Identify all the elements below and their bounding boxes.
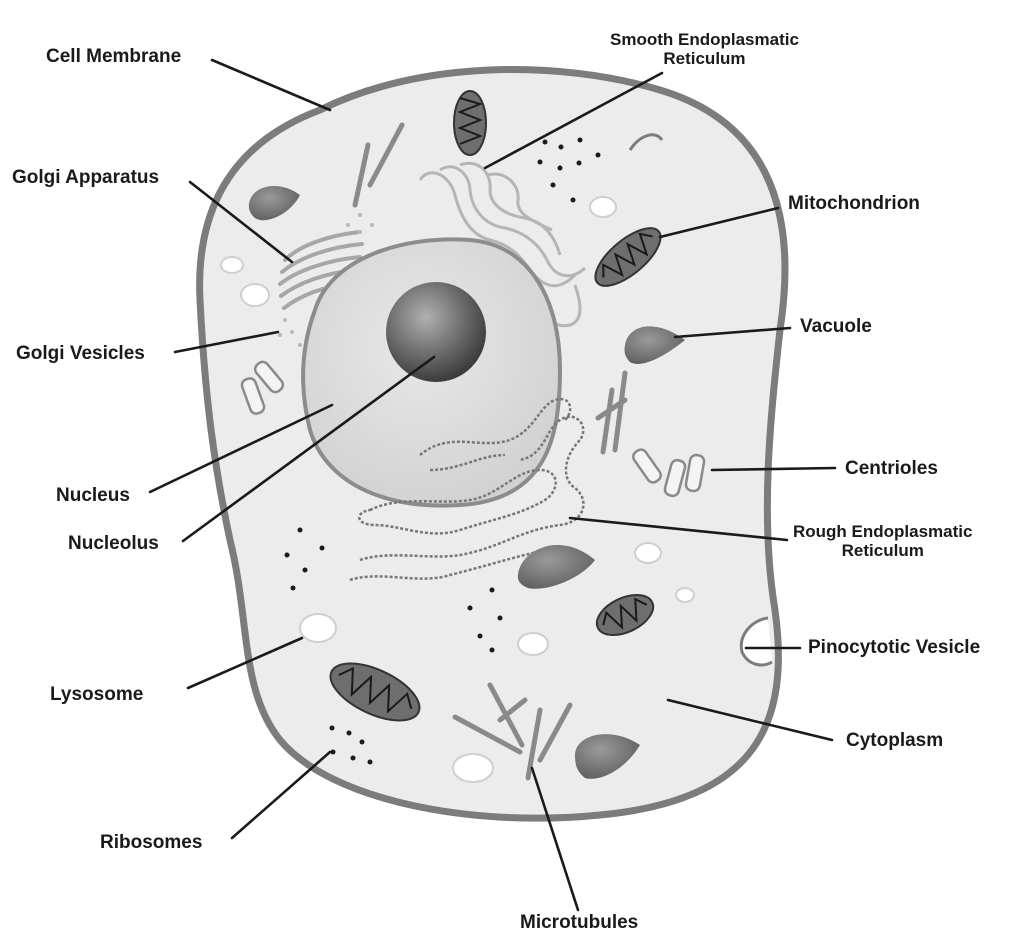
label-rough-er: Rough Endoplasmatic Reticulum <box>793 522 972 560</box>
mitochondrion-top <box>453 90 487 156</box>
vacuole-right <box>624 326 685 364</box>
label-lysosome: Lysosome <box>50 684 144 705</box>
rough-er-shape <box>349 397 585 582</box>
label-mitochondrion: Mitochondrion <box>788 193 920 214</box>
label-cytoplasm: Cytoplasm <box>846 730 944 751</box>
membrane-notch-top <box>628 133 664 151</box>
label-cell-membrane: Cell Membrane <box>46 46 182 67</box>
golgi-vesicles-dots <box>278 213 374 347</box>
label-smooth-er-line1: Smooth Endoplasmatic <box>610 30 799 49</box>
label-rough-er-line2: Reticulum <box>841 541 924 560</box>
ribosome-dots <box>284 137 601 765</box>
mitochondrion-right <box>594 227 662 287</box>
label-golgi-apparatus: Golgi Apparatus <box>12 167 160 188</box>
label-nucleus: Nucleus <box>56 485 130 506</box>
label-nucleolus: Nucleolus <box>68 533 159 554</box>
label-vacuole: Vacuole <box>800 316 872 337</box>
pinocytotic-vesicle-shape <box>739 616 773 667</box>
mitochondrion-mid <box>595 594 655 636</box>
nucleolus-shape <box>386 282 486 382</box>
label-microtubules: Microtubules <box>520 912 639 933</box>
label-smooth-er-line2: Reticulum <box>663 49 746 68</box>
lysosome-shapes <box>220 196 695 783</box>
label-pinocytotic-vesicle: Pinocytotic Vesicle <box>808 637 981 658</box>
label-ribosomes: Ribosomes <box>100 832 203 853</box>
label-golgi-vesicles: Golgi Vesicles <box>16 343 145 364</box>
vacuole-bottom <box>575 734 640 779</box>
mitochondrion-bottom <box>329 662 421 722</box>
leader-lines <box>148 58 837 912</box>
centriole-shapes-left <box>240 360 285 415</box>
label-smooth-er: Smooth Endoplasmatic Reticulum <box>610 30 799 68</box>
vacuole-center <box>517 544 595 589</box>
label-rough-er-line1: Rough Endoplasmatic <box>793 522 973 541</box>
vacuole-upper-left <box>248 185 300 221</box>
smooth-er-shape <box>418 161 587 328</box>
microtubule-filaments <box>352 122 628 781</box>
centriole-shapes-right <box>632 448 706 498</box>
label-centrioles: Centrioles <box>845 458 938 479</box>
